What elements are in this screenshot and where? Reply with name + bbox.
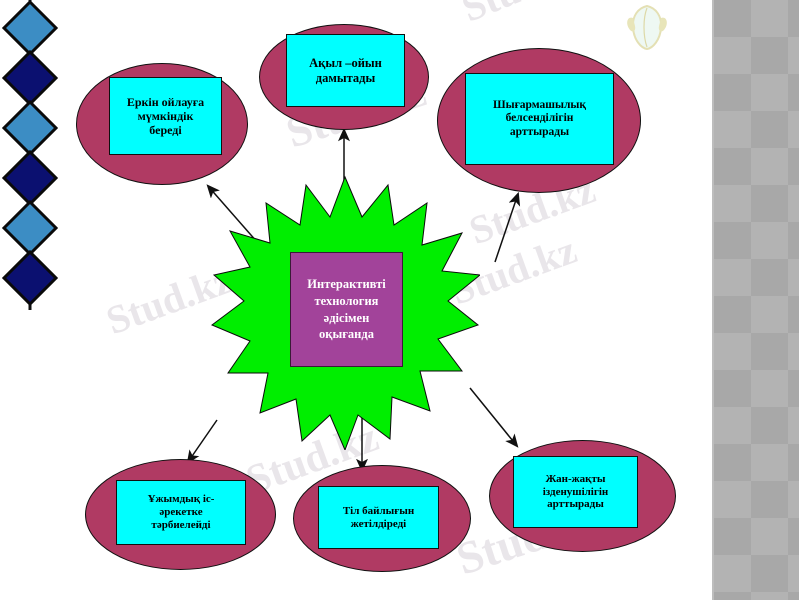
node-line-1: ізденушілігін: [542, 485, 609, 498]
node-line-0: Ақыл –ойын: [309, 55, 382, 70]
node-line-2: тәрбиелейді: [151, 518, 211, 531]
node-label-box: Шығармашылық белсенділігін арттырады: [465, 73, 614, 165]
diamond-chain-decoration: [1, 0, 59, 310]
center-line-2: әдісімен: [323, 310, 370, 325]
node-top-center[interactable]: Ақыл –ойын дамытады: [259, 24, 429, 130]
arrow-to-bottom-left: [186, 419, 218, 464]
node-line-1: дамытады: [315, 70, 376, 85]
node-line-1: мүмкіндік: [137, 108, 194, 123]
node-bottom-center[interactable]: Тіл байлығын жетілдіреді: [293, 465, 471, 572]
node-label-box: Тіл байлығын жетілдіреді: [318, 486, 439, 549]
node-bottom-left[interactable]: Ұжымдық іс- әрекетке тәрбиелейді: [85, 459, 276, 570]
node-label-box: Жан-жақты ізденушілігін арттырады: [513, 456, 638, 528]
node-line-2: арттырады: [509, 125, 570, 138]
arrow-to-bottom-right: [469, 387, 519, 448]
node-line-0: Жан-жақты: [545, 472, 606, 485]
center-line-3: оқығанда: [319, 327, 374, 342]
node-line-0: Ұжымдық іс-: [147, 493, 215, 506]
node-line-0: Шығармашылық: [492, 98, 587, 111]
diamond-icon: [1, 249, 59, 307]
right-checkered-panel: [712, 0, 799, 600]
node-label-box: Ұжымдық іс- әрекетке тәрбиелейді: [116, 480, 246, 545]
leaf-logo-icon: [627, 4, 667, 51]
node-line-0: Тіл байлығын: [342, 504, 415, 517]
node-label-box: Еркін ойлауға мүмкіндік береді: [109, 77, 222, 155]
node-line-1: жетілдіреді: [350, 517, 407, 530]
node-bottom-right[interactable]: Жан-жақты ізденушілігін арттырады: [489, 440, 676, 552]
node-top-right[interactable]: Шығармашылық белсенділігін арттырады: [437, 48, 641, 193]
node-line-1: әрекетке: [159, 506, 203, 519]
arrow-to-top-left: [206, 184, 259, 244]
node-line-2: арттырады: [547, 498, 604, 511]
arrow-to-top-right: [494, 191, 521, 263]
node-line-2: береді: [149, 123, 182, 138]
node-top-left[interactable]: Еркін ойлауға мүмкіндік береді: [76, 63, 248, 185]
center-star-node[interactable]: Интерактивті технология әдісімен оқығанд…: [210, 175, 480, 450]
center-label-box: Интерактивті технология әдісімен оқығанд…: [290, 252, 403, 367]
center-line-0: Интерактивті: [307, 277, 386, 292]
center-line-1: технология: [314, 293, 379, 308]
node-line-0: Еркін ойлауға: [126, 94, 205, 109]
node-label-box: Ақыл –ойын дамытады: [286, 34, 405, 107]
node-line-1: белсенділігін: [505, 112, 574, 125]
